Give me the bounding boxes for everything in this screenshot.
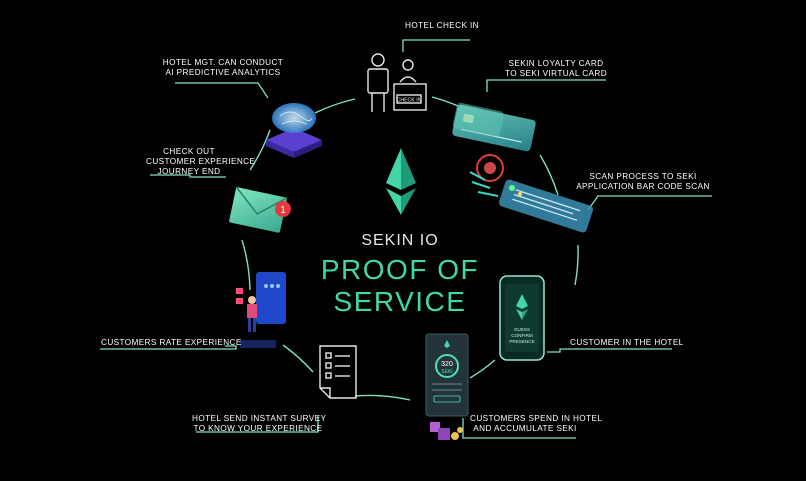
label-survey-line-2: TO KNOW YOUR EXPERIENCE (193, 424, 323, 433)
cycle-connector (241, 96, 579, 401)
label-in-hotel-line-1: CUSTOMER IN THE HOTEL (570, 338, 684, 347)
ai-brain-chip-icon (266, 103, 322, 158)
wallet-amount: 320 (441, 361, 453, 368)
credit-card-icon (452, 102, 536, 152)
label-rate-line-1: CUSTOMERS RATE EXPERIENCE (101, 338, 242, 347)
leader-check-out (150, 174, 226, 178)
phone-line-3: PRESENCE (509, 339, 534, 344)
label-analytics: HOTEL MGT. CAN CONDUCT AI PREDICTIVE ANA… (162, 58, 284, 78)
label-scan-line-2: APPLICATION BAR CODE SCAN (576, 182, 710, 191)
hotel-reception-icon (367, 53, 427, 112)
check-in-sign-text: CHECK IN (397, 98, 422, 104)
leader-rate (100, 345, 237, 350)
label-scan: SCAN PROCESS TO SEKI APPLICATION BAR COD… (567, 172, 719, 192)
sekin-logo-icon (386, 148, 416, 215)
leader-loyalty (486, 79, 606, 92)
survey-document-icon (319, 345, 357, 399)
notification-count: 1 (280, 205, 286, 216)
leader-spend (462, 418, 576, 439)
label-check-in: HOTEL CHECK IN (405, 21, 479, 31)
scan-card-icon (469, 154, 594, 233)
label-analytics-line-1: HOTEL MGT. CAN CONDUCT (162, 58, 284, 67)
label-check-out-line-2: CUSTOMER EXPERIENCE (146, 157, 256, 166)
label-check-out-line-1: CHECK OUT (163, 147, 215, 156)
phone-line-2: CONFIRM (511, 333, 533, 338)
phone-line-1: GUESS (514, 327, 530, 332)
label-check-out: CHECK OUT CUSTOMER EXPERIENCE JOURNEY EN… (146, 147, 256, 177)
label-spend-line-1: CUSTOMERS SPEND IN HOTEL (470, 414, 603, 423)
rating-person-icon (236, 272, 286, 348)
label-scan-line-1: SCAN PROCESS TO SEKI (589, 172, 697, 181)
leader-survey (196, 416, 319, 433)
label-survey: HOTEL SEND INSTANT SURVEY TO KNOW YOUR E… (192, 414, 327, 434)
smartphone-icon (499, 275, 545, 361)
label-loyalty-card-line-2: TO SEKI VIRTUAL CARD (504, 69, 608, 78)
label-loyalty-card-line-1: SEKIN LOYALTY CARD (508, 59, 604, 68)
callout-lines (100, 39, 712, 439)
envelope-notification-icon (229, 186, 291, 233)
wallet-app-icon (425, 333, 469, 440)
label-in-hotel: CUSTOMER IN THE HOTEL (570, 338, 684, 348)
title-line-1: PROOF OF (320, 254, 480, 285)
title-line-2: SERVICE (333, 286, 467, 317)
label-spend: CUSTOMERS SPEND IN HOTEL AND ACCUMULATE … (470, 414, 603, 434)
label-analytics-line-2: AI PREDICTIVE ANALYTICS (165, 68, 281, 77)
label-survey-line-1: HOTEL SEND INSTANT SURVEY (192, 414, 327, 423)
wallet-unit: SEKI (441, 369, 452, 375)
label-check-out-line-3: JOURNEY END (157, 167, 221, 176)
leader-scan (587, 195, 712, 211)
leader-in-hotel (547, 348, 672, 353)
label-rate: CUSTOMERS RATE EXPERIENCE (101, 338, 242, 348)
label-loyalty-card: SEKIN LOYALTY CARD TO SEKI VIRTUAL CARD (500, 59, 612, 79)
brand-name: SEKIN IO (361, 232, 439, 249)
label-spend-line-2: AND ACCUMULATE SEKI (473, 424, 577, 433)
label-check-in-line-1: HOTEL CHECK IN (405, 21, 479, 30)
leader-check-in (402, 39, 470, 52)
leader-analytics (175, 82, 269, 99)
